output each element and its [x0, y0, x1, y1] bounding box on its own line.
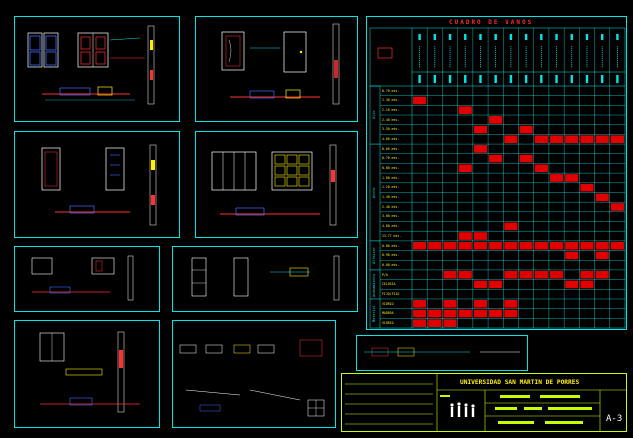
detail-sheet-9	[356, 335, 528, 371]
detail-sheet-8	[172, 320, 336, 428]
detail-sheet-3	[14, 131, 180, 238]
detail-sheet-2	[195, 16, 358, 122]
row-label: 4.60 mts.	[382, 137, 400, 142]
row-label: 1.20 mts.	[382, 185, 400, 190]
group-label: Alto	[372, 111, 376, 120]
row-label: 2.40 mts.	[382, 117, 400, 122]
group-label: Acabamiento	[372, 273, 376, 297]
row-label: 1.00 mts.	[382, 175, 400, 180]
row-label: MADERA	[382, 311, 394, 316]
row-label: 1.30 mts.	[382, 98, 400, 103]
detail-sheet-7	[14, 320, 160, 428]
row-label: 0.80 mts.	[382, 166, 400, 171]
table-title: CUADRO DE VANOS	[449, 19, 534, 26]
row-label: P/A	[382, 272, 388, 277]
row-label: 13.77 mts.	[382, 233, 402, 238]
row-label: 0.80 mts.	[382, 243, 400, 248]
detail-sheet-6	[172, 246, 358, 312]
group-label: Ancho	[372, 187, 376, 198]
row-label: 0.60 mts.	[382, 146, 400, 151]
detail-sheet-5	[14, 246, 160, 312]
row-label: 0.70 mts.	[382, 156, 400, 161]
detail-sheet-4	[195, 131, 358, 238]
row-label: CELOSIA	[382, 282, 396, 287]
row-label: 3.00 mts.	[382, 214, 400, 219]
group-label: Material	[372, 305, 376, 323]
title-block: UNIVERSIDAD SAN MARTIN DE PORRES A-3	[341, 373, 627, 432]
row-label: FIJO/FIJO	[382, 291, 400, 296]
sheet-code: A-3	[606, 414, 623, 424]
row-label: 2.10 mts.	[382, 108, 400, 112]
university-name: UNIVERSIDAD SAN MARTIN DE PORRES	[460, 379, 580, 386]
row-label: 0.70 mts.	[382, 88, 400, 93]
row-label: 3.50 mts.	[382, 127, 400, 132]
row-label: 0.90 mts.	[382, 253, 400, 258]
row-label: 4.60 mts.	[382, 224, 400, 229]
row-label: 2.40 mts.	[382, 204, 400, 209]
detail-sheet-1	[14, 16, 180, 122]
group-label: Alfeizar	[372, 247, 376, 265]
row-label: VIDRIO	[382, 320, 394, 325]
row-label: VIDRIO	[382, 301, 394, 306]
row-label: 1.40 mts.	[382, 195, 400, 200]
row-label: 0.00 mts.	[382, 262, 400, 267]
window-schedule-table: CUADRO DE VANOS	[366, 16, 627, 330]
